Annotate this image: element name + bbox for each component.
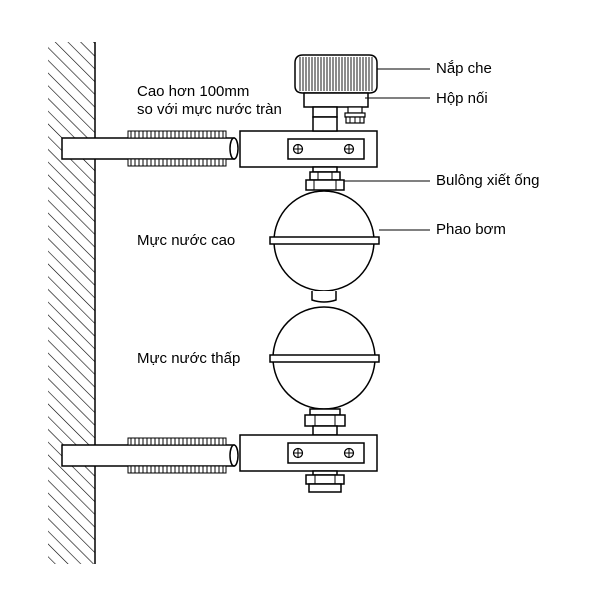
label-high-level: Mực nước cao xyxy=(137,232,236,249)
label-height-note-line2: so với mực nước tràn xyxy=(137,101,282,118)
wall xyxy=(48,42,96,564)
leader-lines xyxy=(344,68,430,231)
label-float: Phao bơm xyxy=(436,221,506,238)
label-cap: Nắp che xyxy=(436,60,492,77)
bottom-pipe-threads xyxy=(130,438,224,473)
top-bracket-screw-left xyxy=(292,143,304,155)
bottom-end-nut xyxy=(305,470,345,493)
cap-ridges xyxy=(299,57,373,91)
top-pipe xyxy=(61,130,239,167)
junction-box xyxy=(303,92,369,124)
top-bracket-screw-right xyxy=(343,143,355,155)
float-ball-top xyxy=(269,190,380,303)
bottom-pipe xyxy=(61,437,239,474)
bottom-bracket-screw-left xyxy=(292,447,304,459)
label-pipe-bolt: Bulông xiết ống xyxy=(436,172,540,189)
label-low-level: Mực nước thấp xyxy=(137,350,241,367)
bottom-bracket xyxy=(239,434,378,472)
pipe-bolt-nut xyxy=(305,171,345,191)
bottom-stem xyxy=(304,408,346,436)
cap xyxy=(294,54,378,94)
label-height-note-line1: Cao hơn 100mm xyxy=(137,83,250,100)
top-bracket xyxy=(239,130,378,168)
top-stem xyxy=(312,116,338,173)
top-pipe-threads xyxy=(130,131,224,166)
float-ball-bottom xyxy=(269,306,380,410)
label-junction-box: Hộp nối xyxy=(436,90,488,107)
bottom-bracket-screw-right xyxy=(343,447,355,459)
